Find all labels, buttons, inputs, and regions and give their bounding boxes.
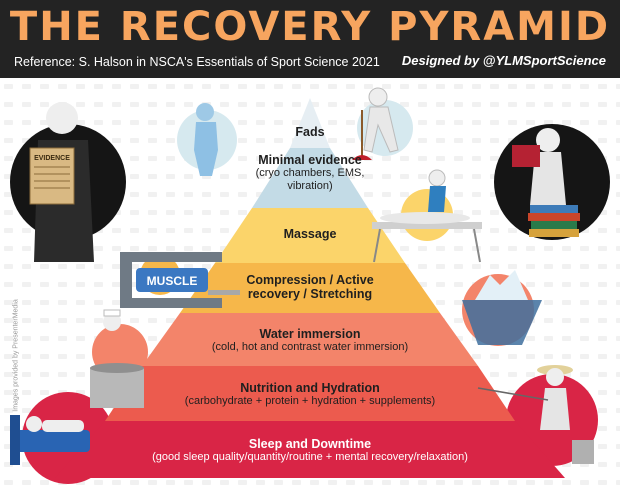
level-fads-title: Fads [295,125,325,139]
level-compression-title: Compression / Active recovery / Stretchi… [246,273,374,302]
tier-nutrition [105,366,515,421]
image-credit: Images provided by PresenterMedia [12,299,20,412]
level-nutrition-subtitle: (carbohydrate + protein + hydration + su… [184,395,436,408]
muscle-clamp: MUSCLE [120,252,240,308]
page-title: THE RECOVERY PYRAMID [9,4,611,50]
level-sleep: Sleep and Downtime (good sleep quality/q… [105,437,515,464]
frozen-figure [194,103,218,176]
reference-text: Reference: S. Halson in NSCA's Essential… [14,55,380,69]
tier-fads [290,98,330,148]
massage-table [372,169,482,263]
level-minimal-evidence-subtitle: (cryo chambers, EMS, vibration) [255,167,365,193]
designer-credit: Designed by @YLMSportScience [401,53,606,68]
level-massage-title: Massage [283,227,337,241]
muscle-label: MUSCLE [147,274,198,288]
level-nutrition: Nutrition and Hydration (carbohydrate + … [145,381,475,408]
header-bar: THE RECOVERY PYRAMID Reference: S. Halso… [0,0,620,78]
sleeping-figure [10,415,90,465]
evidence-figure: EVIDENCE [29,102,94,262]
tier-minimal-evidence [252,148,368,208]
level-sleep-title: Sleep and Downtime [248,437,372,451]
tier-sleep [55,421,565,478]
plunger-figure [352,87,399,160]
evidence-label: EVIDENCE [34,155,70,162]
reading-figure [512,128,580,237]
fishing-figure [477,365,594,464]
tier-compression [180,263,440,313]
level-fads: Fads [270,125,350,139]
level-compression: Compression / Active recovery / Stretchi… [235,273,385,302]
level-minimal-evidence: Minimal evidence (cryo chambers, EMS, vi… [255,153,365,193]
level-water-immersion: Water immersion (cold, hot and contrast … [175,327,445,354]
level-nutrition-title: Nutrition and Hydration [240,381,380,395]
tier-massage [215,208,405,263]
level-water-immersion-title: Water immersion [259,327,361,341]
level-water-immersion-subtitle: (cold, hot and contrast water immersion) [211,341,409,354]
tier-water-immersion [142,313,478,366]
level-massage: Massage [240,227,380,241]
level-sleep-subtitle: (good sleep quality/quantity/routine + m… [152,451,468,464]
level-minimal-evidence-title: Minimal evidence [258,153,362,167]
chef-figure [90,309,144,408]
iceberg [462,270,542,345]
